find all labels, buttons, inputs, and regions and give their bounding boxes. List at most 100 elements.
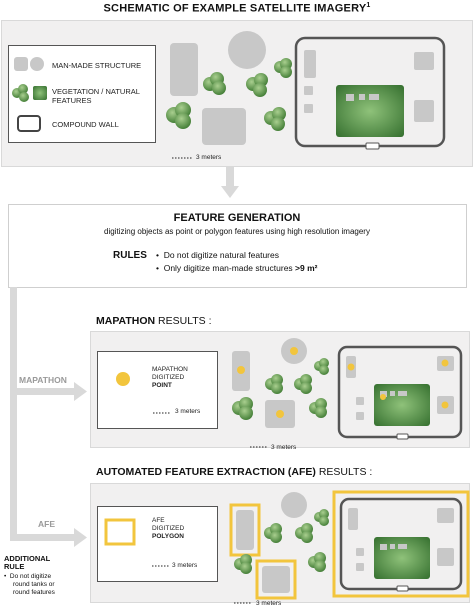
arrow-to-afe-shaft [10,534,76,541]
mapathon-legend-point-icon [116,372,130,386]
structure [348,508,358,530]
tree [246,73,268,97]
afe-section-title: AUTOMATED FEATURE EXTRACTION (AFE) RESUL… [96,466,373,478]
structure [390,544,395,549]
structure [202,108,246,145]
compound-gate [396,433,409,440]
rule-2: • Only digitize man-made structures >9 m… [156,263,318,273]
arrow-to-generation-shaft [226,166,234,188]
digitized-point [276,410,284,418]
tree [232,397,253,420]
structure [304,50,316,78]
structure [304,86,313,95]
top-scene [166,31,446,159]
tree [295,523,313,543]
digitized-point [380,394,386,400]
structure [356,397,364,405]
tree [294,374,312,394]
round-tank [281,492,307,518]
page-title: SCHEMATIC OF EXAMPLE SATELLITE IMAGERY1 [103,2,371,15]
green-yard [374,537,430,579]
structure [437,508,454,523]
structure [414,52,434,70]
legend-structure-square-icon [14,57,28,71]
arrow-to-generation-head [221,186,239,198]
afe-scale-label: 3 meters [256,600,282,607]
feature-generation-subtitle: digitizing objects as point or polygon f… [104,227,370,236]
additional-rule: ADDITIONAL RULE • Do not digitize round … [4,554,55,597]
tree [234,554,252,574]
tree [309,398,327,418]
mapathon-scale-label: 3 meters [175,408,201,415]
round-tank [228,31,266,69]
green-yard [374,384,430,426]
tree [274,58,292,78]
legend-vegetation-label: VEGETATION / NATURAL FEATURES [52,87,140,105]
top-scale-label: 3 meters [196,154,222,161]
tree [314,509,329,526]
afe-scene [104,490,470,604]
rules-label: RULES [113,250,147,261]
mapathon-legend-box [97,351,218,429]
afe-legend-text: AFE DIGITIZED POLYGON [152,517,185,540]
structure [369,94,379,100]
legend-tree-icon [12,84,29,102]
legend-compound-wall-label: COMPOUND WALL [52,120,119,129]
mapathon-scene-scale-label: 3 meters [271,444,297,451]
tree [203,72,226,95]
rules-list: • Do not digitize natural features • Onl… [156,249,317,275]
mapathon-legend-text: MAPATHON DIGITIZED POINT [152,366,188,389]
compound-gate [365,142,380,150]
tree [264,523,282,543]
afe-legend-polygon-icon [104,518,136,546]
digitized-polygon [255,559,297,600]
digitized-point [441,359,449,367]
rule-1: • Do not digitize natural features [156,250,279,260]
mapathon-section-title: MAPATHON RESULTS : [96,315,212,327]
structure [346,94,354,101]
tree [308,552,326,572]
legend-symbols [12,57,47,132]
structure [356,412,364,420]
arrow-to-mapathon-head [74,382,87,401]
arrow-branch-trunk [10,287,17,541]
green-yard [336,85,404,137]
mapathon-side-label: MAPATHON [19,375,67,385]
legend-wall-icon [17,115,41,132]
feature-generation-title: FEATURE GENERATION [173,212,301,224]
tree [314,358,329,375]
digitized-point [441,401,449,409]
structure [398,391,407,396]
legend-vegetation-square-icon [33,86,47,100]
flow-arrows [10,166,239,547]
structure [304,104,313,113]
afe-scale-legend-label: 3 meters [172,562,198,569]
feature-generation-box [8,204,467,288]
digitized-point [237,366,245,374]
structure [356,548,364,556]
structure [414,100,434,122]
structure [170,43,198,96]
mapathon-scene: 3 meters [116,338,463,451]
arrow-to-mapathon-shaft [10,388,76,395]
structure [390,391,395,396]
compound-gate [396,585,409,592]
structure [356,563,364,571]
structure [437,548,454,566]
structure [236,510,254,550]
afe-side-label: AFE [38,519,55,529]
structure [380,391,387,397]
arrow-to-afe-head [74,528,87,547]
structure [262,566,290,593]
structure [380,544,387,550]
structure [359,94,365,100]
digitized-point [290,347,298,355]
tree [265,374,283,394]
structure [398,544,407,549]
legend-structure-circle-icon [30,57,44,71]
tree [264,107,286,131]
digitized-point [347,363,355,371]
tree [166,102,191,129]
